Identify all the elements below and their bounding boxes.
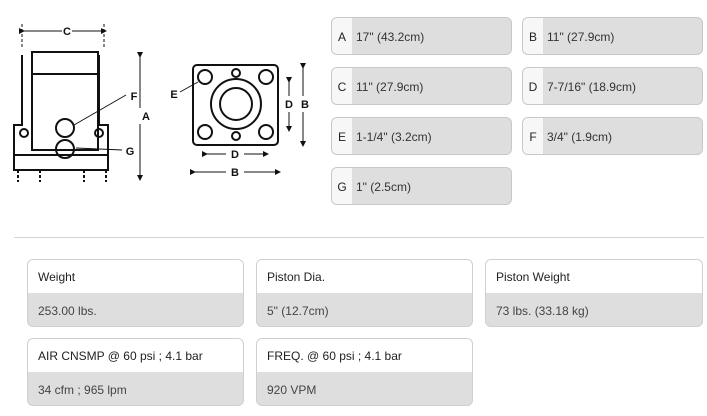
section-divider bbox=[14, 237, 704, 238]
spec-card-air-consumption: AIR CNSMP @ 60 psi ; 4.1 bar 34 cfm ; 96… bbox=[27, 338, 244, 406]
dimension-letter: E bbox=[332, 118, 352, 154]
label-g: G bbox=[126, 146, 135, 158]
spec-card-piston-weight: Piston Weight 73 lbs. (33.18 kg) bbox=[485, 259, 703, 327]
spec-label: Weight bbox=[28, 260, 243, 293]
spec-value: 5" (12.7cm) bbox=[267, 304, 329, 318]
spec-value: 920 VPM bbox=[267, 383, 317, 397]
spec-label: Piston Weight bbox=[486, 260, 702, 293]
dimension-card-c: C 11" (27.9cm) bbox=[331, 67, 512, 105]
dimension-value: 17" (43.2cm) bbox=[356, 30, 425, 44]
dimension-value: 1" (2.5cm) bbox=[356, 180, 411, 194]
spec-card-frequency: FREQ. @ 60 psi ; 4.1 bar 920 VPM bbox=[256, 338, 473, 406]
dimension-letter: B bbox=[523, 18, 543, 54]
dimension-value: 3/4" (1.9cm) bbox=[547, 130, 612, 144]
spec-card-weight: Weight 253.00 lbs. bbox=[27, 259, 244, 327]
spec-label: FREQ. @ 60 psi ; 4.1 bar bbox=[257, 339, 472, 372]
dimension-card-f: F 3/4" (1.9cm) bbox=[522, 117, 703, 155]
dimension-letter: D bbox=[523, 68, 543, 104]
spec-value: 34 cfm ; 965 lpm bbox=[38, 383, 127, 397]
dimension-card-d: D 7-7/16" (18.9cm) bbox=[522, 67, 703, 105]
dimension-letter: F bbox=[523, 118, 543, 154]
label-c: C bbox=[63, 26, 71, 38]
dimension-letter: G bbox=[332, 168, 352, 204]
spec-value: 73 lbs. (33.18 kg) bbox=[496, 304, 589, 318]
spec-value: 253.00 lbs. bbox=[38, 304, 97, 318]
label-d-vertical: D bbox=[285, 99, 293, 111]
spec-card-piston-dia: Piston Dia. 5" (12.7cm) bbox=[256, 259, 473, 327]
dimension-card-a: A 17" (43.2cm) bbox=[331, 17, 512, 55]
dimension-letter: A bbox=[332, 18, 352, 54]
spec-label: Piston Dia. bbox=[257, 260, 472, 293]
dimension-card-b: B 11" (27.9cm) bbox=[522, 17, 703, 55]
label-a: A bbox=[142, 111, 150, 123]
spec-label: AIR CNSMP @ 60 psi ; 4.1 bar bbox=[28, 339, 243, 372]
label-e: E bbox=[170, 89, 177, 101]
dimension-card-e: E 1-1/4" (3.2cm) bbox=[331, 117, 512, 155]
label-f: F bbox=[131, 91, 138, 103]
dimension-letter: C bbox=[332, 68, 352, 104]
dimension-card-g: G 1" (2.5cm) bbox=[331, 167, 512, 205]
dimension-value: 11" (27.9cm) bbox=[547, 30, 615, 44]
dimension-value: 11" (27.9cm) bbox=[356, 80, 424, 94]
dimension-value: 1-1/4" (3.2cm) bbox=[356, 130, 432, 144]
label-b-horizontal: B bbox=[231, 167, 239, 179]
label-d-horizontal: D bbox=[231, 149, 239, 161]
dimension-diagram: C F A G E D B D B bbox=[13, 24, 309, 182]
dimension-value: 7-7/16" (18.9cm) bbox=[547, 80, 636, 94]
label-b-vertical: B bbox=[301, 99, 309, 111]
